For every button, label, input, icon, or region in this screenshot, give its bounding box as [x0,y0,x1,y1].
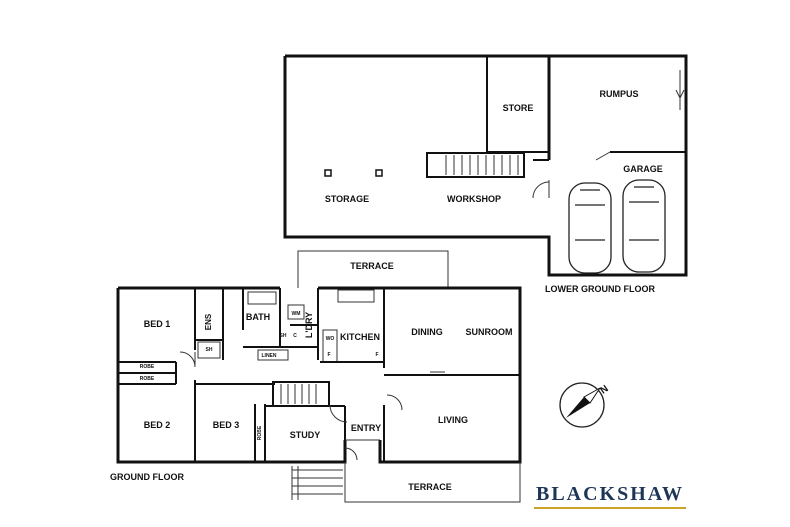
compass-north-label: N [598,383,610,396]
terrace-top-label: TERRACE [350,261,394,271]
stair-treads-ground [280,384,317,404]
fridge-label-2: F [375,352,378,358]
ground-floor-plan: TERRACE BED 1 ENS SH BATH WM L'DRY SH C … [110,250,522,503]
ground-floor-title: GROUND FLOOR [110,472,184,482]
stair-treads-lower [445,155,519,175]
robe-label-1: ROBE [140,364,155,370]
bed3-label: BED 3 [213,420,240,430]
storage-label: STORAGE [325,194,369,204]
bed2-label: BED 2 [144,420,171,430]
car-icon [568,182,612,274]
study-label: STUDY [290,430,321,440]
rumpus-label: RUMPUS [599,89,638,99]
washing-machine-label: WM [292,311,301,317]
bath-label: BATH [246,312,270,322]
cupboard-label: C [293,333,297,339]
kitchen-label: KITCHEN [340,332,380,342]
lower-ground-floor-title: LOWER GROUND FLOOR [545,284,655,294]
wall-oven-label: WO [326,336,335,342]
robe-label-3: ROBE [257,425,263,440]
entry-label: ENTRY [351,423,381,433]
compass-icon: N [559,382,611,428]
bath-shower-label: SH [280,333,287,339]
brand-logo: BLACKSHAW [534,483,686,509]
ens-shower-label: SH [206,347,213,353]
lower-ground-floor-plan: STORE RUMPUS GARAGE STORAGE WORKSHOP LOW… [283,54,688,294]
dining-label: DINING [411,327,443,337]
workshop-label: WORKSHOP [447,194,501,204]
store-label: STORE [503,103,534,113]
fridge-label-1: F [327,352,330,358]
robe-label-2: ROBE [140,376,155,382]
terrace-bottom-label: TERRACE [408,482,452,492]
bed1-label: BED 1 [144,319,171,329]
garage-label: GARAGE [623,164,663,174]
laundry-label: L'DRY [304,312,314,338]
living-label: LIVING [438,415,468,425]
ens-label: ENS [204,313,213,330]
brand-name: BLACKSHAW [536,483,684,505]
sunroom-label: SUNROOM [466,327,513,337]
entry-steps [291,466,343,500]
car-icon [622,179,666,273]
linen-label: LINEN [262,353,277,359]
